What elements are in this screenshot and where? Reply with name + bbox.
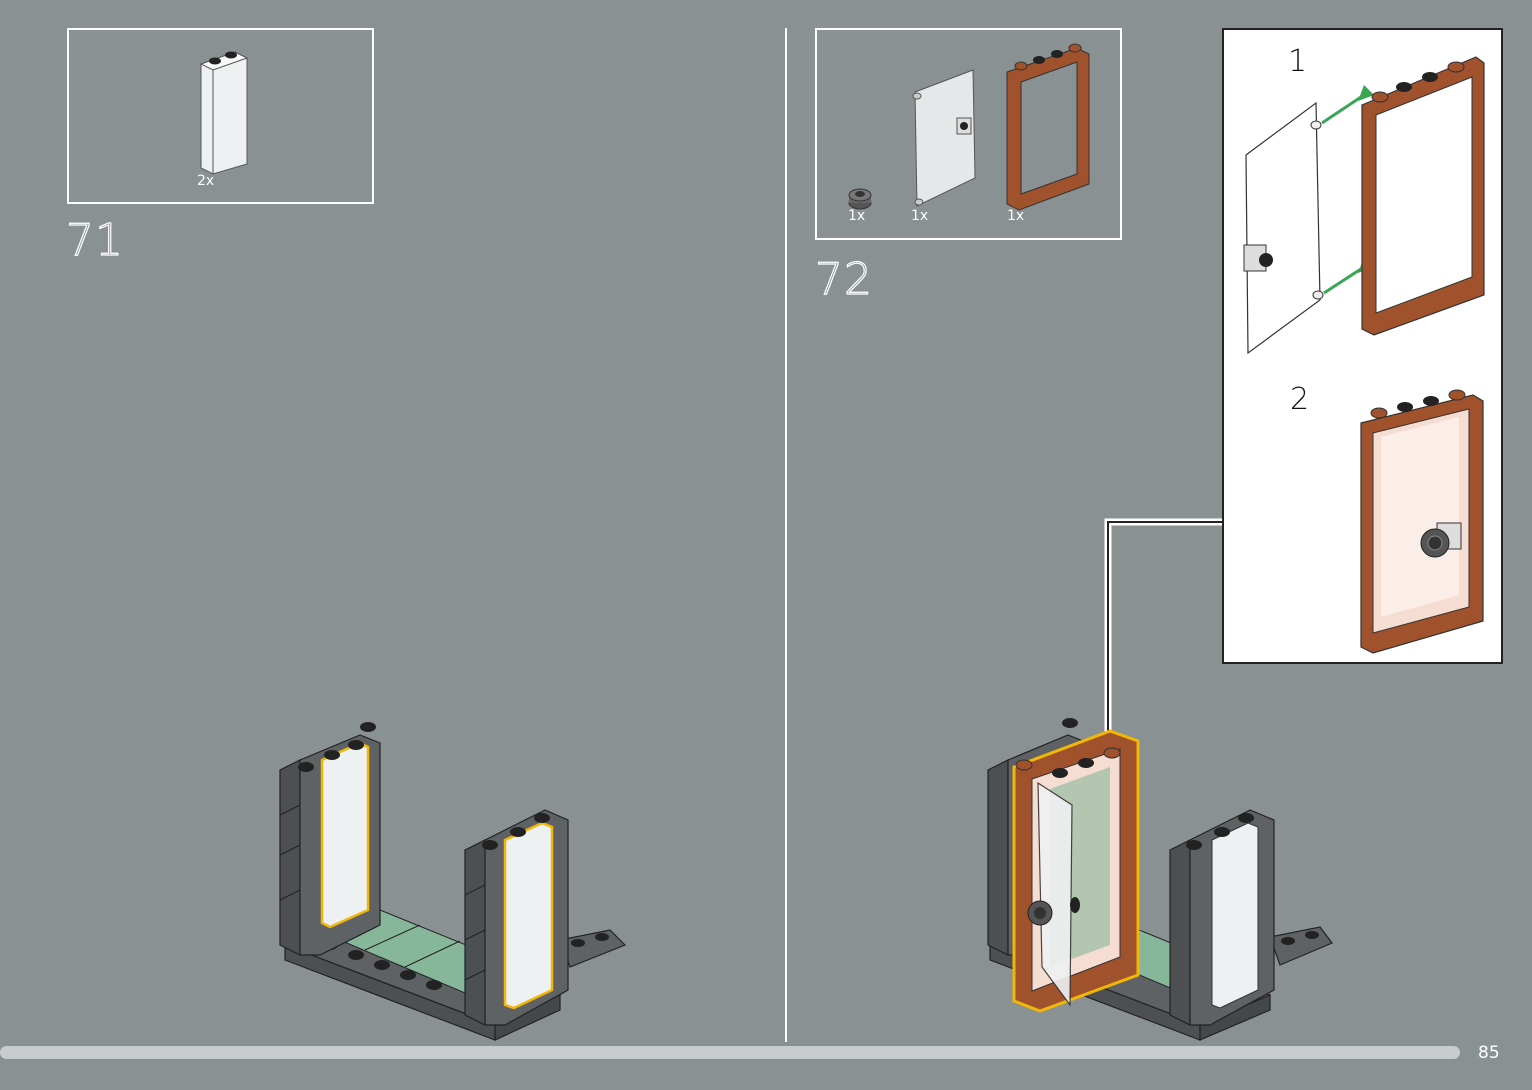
callout-substep-1-door-attach [1244,55,1494,355]
reddish-brown-door-frame-icon [1005,44,1091,212]
step-71-parts-box: 2x [67,28,374,204]
step-72-part-qty-door: 1x [911,208,928,224]
door-panel-icon [909,68,981,208]
step-71-part-qty: 2x [197,173,214,189]
step-71-assembly-model [270,705,640,1050]
step-72-parts-box: 1x 1x 1x [815,28,1122,240]
step-72-part-qty-frame: 1x [1007,208,1024,224]
transparent-brick-1x2x3-icon [197,44,253,174]
page-divider [785,28,787,1042]
step-72-part-qty-tile: 1x [848,208,865,224]
step-72-number: 72 [815,254,873,305]
step-71-number: 71 [66,215,124,266]
step-72-assembly-model [980,705,1350,1050]
step-72-callout: 1 2 [1222,28,1503,664]
callout-substep-2-door-assembled [1359,395,1489,655]
page-number: 85 [1478,1043,1500,1063]
progress-bar [0,1046,1460,1059]
callout-substep-2-number: 2 [1290,382,1309,417]
